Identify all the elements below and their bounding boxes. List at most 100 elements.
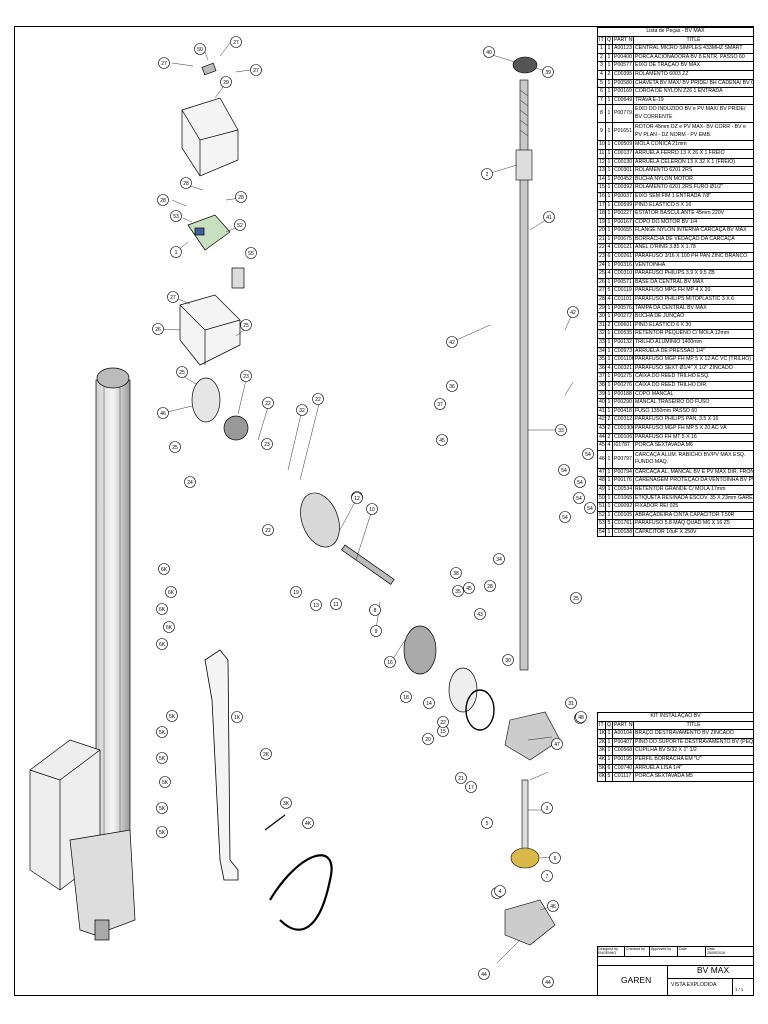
cell-qty: 1 <box>605 260 613 271</box>
cell-qty: 1 <box>605 234 613 245</box>
callout-bubble <box>165 586 177 598</box>
cell-title: PARAFUSO MGP FH MP 5 X 20 AC VA <box>633 423 754 434</box>
header-title: TITLE <box>633 35 754 46</box>
cell-it: 10 <box>597 140 606 150</box>
callout-bubble <box>551 738 563 750</box>
callout-number: 54 <box>576 496 582 502</box>
callout-bubble <box>194 43 206 55</box>
cell-part-number: P00779.00 <box>612 104 634 124</box>
cell-title: ROLAMENTO 6201 2RS <box>633 166 754 176</box>
cell-part-number: P00169 <box>612 87 634 97</box>
cell-qty: 1 <box>605 44 613 54</box>
callout-bubble <box>478 968 490 980</box>
callout-number: 17 <box>468 785 474 791</box>
leader-lines <box>161 42 574 964</box>
cell-it: 11 <box>597 148 606 159</box>
cell-it: 2K <box>597 737 606 748</box>
cell-title: ROTOR 45mm DZ e PV MAX- BV CORR - BV e P… <box>633 122 754 142</box>
cell-title: BORRACHA DE VEDAÇÃO DA CARCAÇA <box>633 234 754 245</box>
callout-number: 28 <box>160 198 166 204</box>
callout-bubble <box>575 711 587 723</box>
cell-title: CAIXA DO REED TRILHO DIR. <box>633 380 754 391</box>
cell-title: MANCAL TRASEIRO DO FUSO <box>633 398 754 408</box>
callout-number: 6K <box>159 607 166 613</box>
cell-it: 33 <box>597 338 606 348</box>
callout-number: 54 <box>587 506 593 512</box>
cell-it: 9 <box>597 122 606 142</box>
cell-title: CARCAÇA ALUM. RABICHO BV/PV MAX ESQ. FUN… <box>633 449 754 469</box>
cell-part-number: C00121 <box>612 243 634 254</box>
callout-bubble <box>446 336 458 348</box>
designer-name: ENGENHO <box>598 951 617 955</box>
callout-number: 19 <box>293 590 299 596</box>
cell-part-number: C00261 <box>612 252 634 262</box>
callout-bubble <box>547 900 559 912</box>
cell-title: CAIXA DO REED TRILHO ESQ. <box>633 372 754 382</box>
callout-number: 2 <box>486 172 489 178</box>
cell-qty: 1 <box>605 191 613 202</box>
cell-part-number: P00037 <box>612 191 634 202</box>
cell-qty: 1 <box>605 346 613 357</box>
cell-title: PARAFUSO SEXT Ø1/4" X 1/2" ZINCADO <box>633 363 754 374</box>
cell-it: 37 <box>597 372 606 382</box>
cell-title: FLANGE NYLON INTERNA CARCAÇA BV MAX <box>633 226 754 236</box>
callout-bubble <box>484 580 496 592</box>
cell-qty: 1 <box>605 484 613 495</box>
spindle <box>519 79 529 671</box>
cell-part-number: P00571 <box>612 277 634 288</box>
callout-bubble <box>574 476 586 488</box>
callout-bubble <box>176 366 188 378</box>
cell-title: BUCHA DE JUNÇÃO <box>633 312 754 322</box>
callout-bubble <box>280 797 292 809</box>
installation-kit-drawing <box>204 649 333 931</box>
cell-it: 39 <box>597 389 606 400</box>
cell-part-number: P00580 <box>612 78 634 89</box>
cell-qty: 1 <box>605 355 613 365</box>
cell-title: CARCAÇA AL. MANCAL BV E PV MAX DIR. FRON… <box>633 467 754 478</box>
cell-title: EIXO DO INDUZIDO BV e PV MAX/ BV PRIDE/ … <box>633 104 754 124</box>
cell-title: ROLAMENTO 6003 ZZ <box>633 69 754 80</box>
cell-part-number: P00675 <box>612 234 634 245</box>
sheet-number: 1 / 1 <box>735 987 744 992</box>
cell-it: 43 <box>597 423 606 434</box>
cell-it: 52 <box>597 510 606 521</box>
cell-title: ARRUELA CELERON 13 X 32 X 1 (FREIO) <box>633 157 754 168</box>
cell-part-number: C001061 <box>612 432 634 443</box>
cell-qty: 4 <box>605 243 613 254</box>
designed-by-label: Designed by <box>598 947 618 951</box>
cell-qty: 1 <box>605 122 613 142</box>
callout-bubble <box>463 582 475 594</box>
callout-number: 10 <box>369 507 375 513</box>
callout-bubble <box>159 776 171 788</box>
cell-it: 32 <box>597 329 606 339</box>
parts-list-table: Lista de Peças - BV MAX IT Q PART NU TIT… <box>597 27 754 538</box>
callout-bubble <box>384 656 396 668</box>
callout-bubble <box>450 567 462 579</box>
cell-qty: 1 <box>605 217 613 228</box>
cell-title: BUCHA NYLON MOTOR <box>633 174 754 185</box>
cell-qty: 1 <box>605 389 613 400</box>
capacitor <box>231 267 245 289</box>
callout-bubble <box>156 752 168 764</box>
callout-bubble <box>290 586 302 598</box>
cell-it: 17 <box>597 200 606 211</box>
cell-qty: 1 <box>605 157 613 168</box>
cell-part-number: P00275 <box>612 372 634 382</box>
callout-bubble <box>166 710 178 722</box>
callout-number: 38 <box>453 571 459 577</box>
